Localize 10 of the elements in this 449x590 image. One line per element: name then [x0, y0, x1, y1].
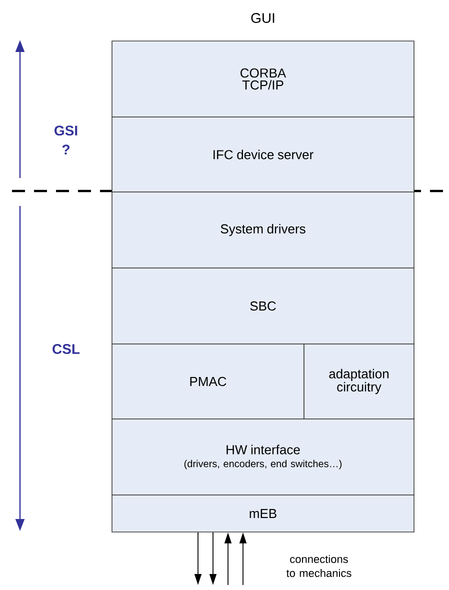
layer-box: IFC device server — [112, 116, 414, 192]
layer-box: PMAC — [112, 344, 304, 420]
layer-box: System drivers — [112, 192, 414, 268]
layer-label: GSI ? — [54, 126, 78, 154]
layer-box: mEB — [112, 494, 414, 532]
layer-label: CSL — [52, 344, 80, 354]
layer-box: adaptation circuitry — [304, 344, 414, 420]
layer-label: GUI — [251, 13, 274, 23]
note-text: connections to mechanics — [286, 554, 352, 578]
layer-box: CORBA TCP/IP — [112, 40, 414, 118]
